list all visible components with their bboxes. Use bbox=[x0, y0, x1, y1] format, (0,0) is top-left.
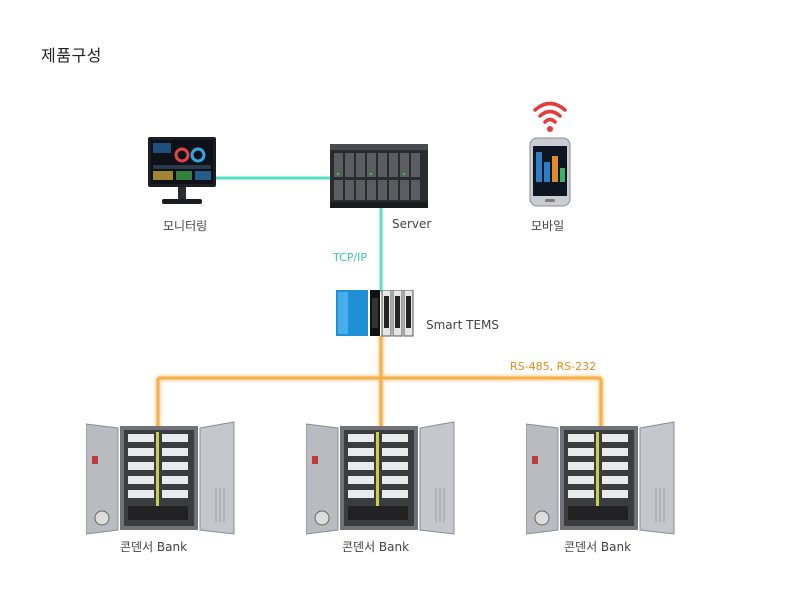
smartphone-icon bbox=[529, 101, 571, 207]
capacitor-bank-2: 콘덴서 Bank bbox=[305, 418, 456, 554]
capacitor-cabinet-icon bbox=[525, 421, 675, 535]
server-label: Server bbox=[392, 217, 432, 231]
tems-label: Smart TEMS bbox=[426, 318, 499, 332]
mobile-label: 모바일 bbox=[531, 219, 565, 233]
tcp-ip-label: TCP/IP bbox=[333, 251, 367, 264]
serial-label: RS-485, RS-232 bbox=[510, 360, 597, 373]
capacitor-bank-3: 콘덴서 Bank bbox=[525, 418, 676, 554]
monitor-label: 모니터링 bbox=[163, 219, 208, 233]
monitor-icon bbox=[148, 137, 216, 204]
bank-label: 콘덴서 Bank bbox=[564, 540, 632, 554]
bank-label: 콘덴서 Bank bbox=[120, 540, 188, 554]
wifi-icon bbox=[533, 101, 567, 124]
bank-label: 콘덴서 Bank bbox=[342, 540, 410, 554]
page-title: 제품구성 bbox=[41, 46, 102, 65]
capacitor-bank-1: 콘덴서 Bank bbox=[85, 418, 236, 554]
capacitor-cabinet-icon bbox=[305, 421, 455, 535]
capacitor-cabinet-icon bbox=[85, 421, 235, 535]
controller-module-icon bbox=[336, 290, 414, 337]
server-rack-icon bbox=[330, 144, 428, 208]
serial-bus-link bbox=[155, 336, 604, 428]
